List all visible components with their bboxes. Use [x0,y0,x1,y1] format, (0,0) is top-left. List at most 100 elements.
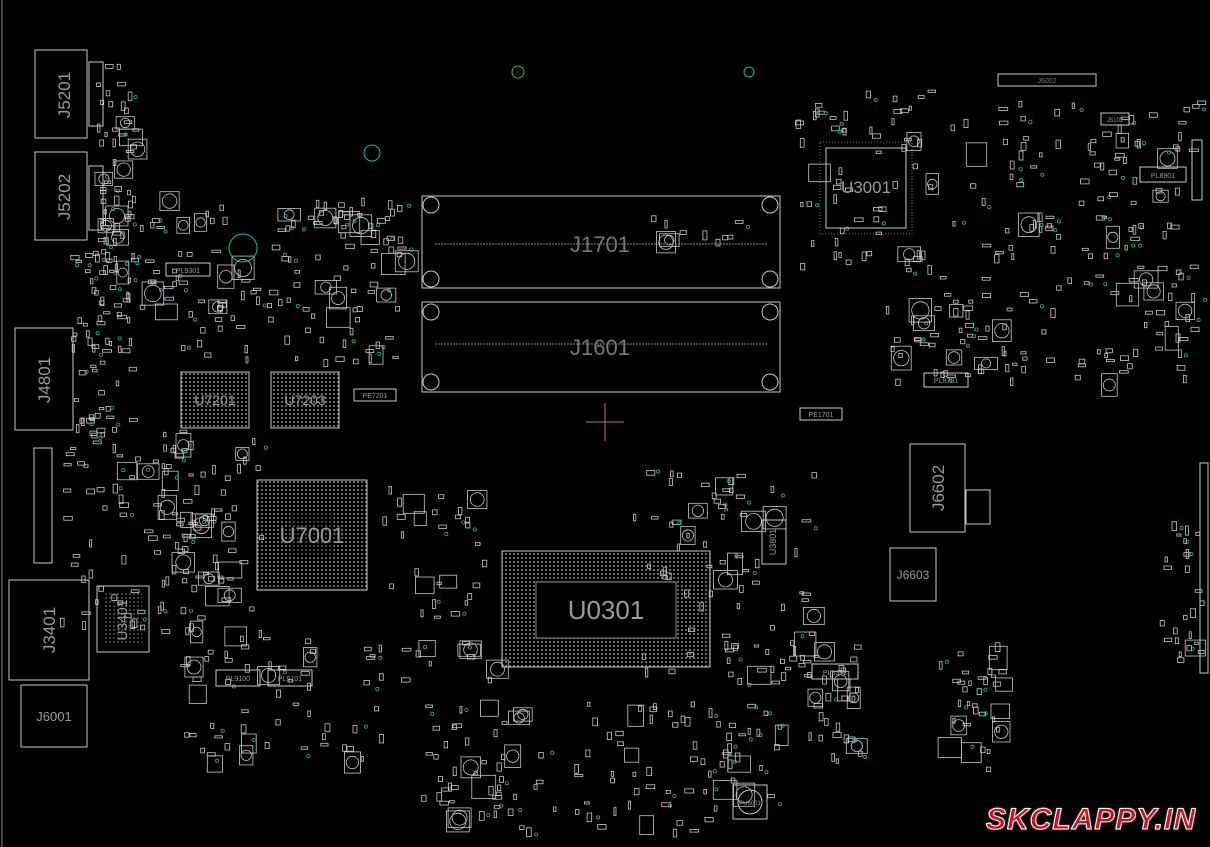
smd-pad [114,160,134,179]
smd-pad [150,221,155,229]
via [163,229,168,234]
smd-pad [109,285,117,290]
smd-pad [1175,301,1195,321]
smd-pad [439,574,458,589]
smd-pad [1183,538,1187,544]
smd-pad [100,218,105,225]
smd-pad [735,494,745,499]
smd-pad [945,349,963,366]
smd-pad [994,254,1000,264]
smd-pad [1144,321,1148,329]
smd-pad [1045,225,1054,232]
inductor-pad [222,525,235,538]
smd-pad [734,220,744,224]
smd-pad [722,633,731,638]
via [381,345,386,350]
smd-pad [225,513,231,520]
smd-pad [87,337,93,346]
smd-pad [646,766,652,776]
smd-pad [843,734,849,744]
smd-pad [1194,641,1200,645]
inductor-pad [664,234,675,246]
svg-text:J4801: J4801 [35,357,54,403]
smd-pad [161,470,179,492]
svg-text:PE1701: PE1701 [809,412,834,419]
smd-pad [1132,224,1137,235]
smd-pad [1184,639,1207,657]
smd-pad [221,521,236,542]
smd-pad [730,777,736,784]
smd-pad [302,647,318,668]
via [1103,282,1108,287]
smd-pad [141,281,165,306]
smd-pad [1011,253,1015,260]
smd-pad [801,519,812,523]
svg-text:J6602: J6602 [929,465,948,511]
smd-pad [735,555,744,559]
smd-pad [154,303,178,321]
smd-pad [90,364,97,369]
smd-pad [747,665,772,685]
smd-pad [1170,224,1180,230]
smd-pad [473,770,478,776]
smd-pad [116,461,138,481]
inductor-pad [178,220,189,231]
smd-pad [712,780,738,800]
smd-pad [355,317,360,323]
smd-pad [1175,637,1180,645]
smd-pad [81,575,86,584]
smd-pad [838,167,843,176]
smd-pad [159,191,180,211]
smd-pad [105,337,110,345]
svg-text:J3401: J3401 [40,607,59,653]
via [823,111,828,116]
inductor-pad [111,230,125,244]
smd-pad [450,785,459,790]
chip-u7201: U7201 [180,371,250,429]
smd-pad [98,406,105,411]
smd-pad [136,463,160,480]
smd-pad [1164,325,1179,351]
smd-pad [835,722,841,732]
via [89,422,94,427]
smd-pad [189,733,197,738]
smd-pad [1067,277,1072,284]
smd-pad [656,231,676,254]
smd-pad [982,292,992,298]
smd-pad [434,615,441,619]
smd-pad [992,716,996,723]
smd-pad [222,216,228,225]
smd-pad [285,225,291,232]
smd-pad [978,364,982,375]
smd-pad [92,368,98,373]
smd-pad [1174,187,1180,196]
smd-pad [120,101,126,111]
smd-pad [76,424,80,434]
smd-pad [357,213,363,217]
inductor-pad [1139,272,1154,287]
smd-pad [70,447,77,450]
via [746,500,751,505]
smd-pad [441,787,450,792]
inductor-pad [177,439,190,452]
smd-pad [711,492,717,500]
via [1141,141,1146,146]
smd-pad [217,299,227,304]
smd-pad [161,488,165,498]
svg-text:U3401: U3401 [114,599,130,640]
smd-pad [112,427,117,433]
smd-pad [628,800,631,810]
via [987,204,992,209]
via [105,174,110,179]
smd-pad [197,615,206,621]
smd-pad [904,258,910,267]
smd-pad [227,577,234,581]
via [504,781,509,786]
inductor-pad [141,465,155,478]
smd-pad [219,204,224,211]
smd-pad [338,202,345,208]
smd-pad [496,784,502,791]
smd-pad [723,749,729,759]
smd-pad [988,655,998,660]
smd-pad [507,808,514,816]
